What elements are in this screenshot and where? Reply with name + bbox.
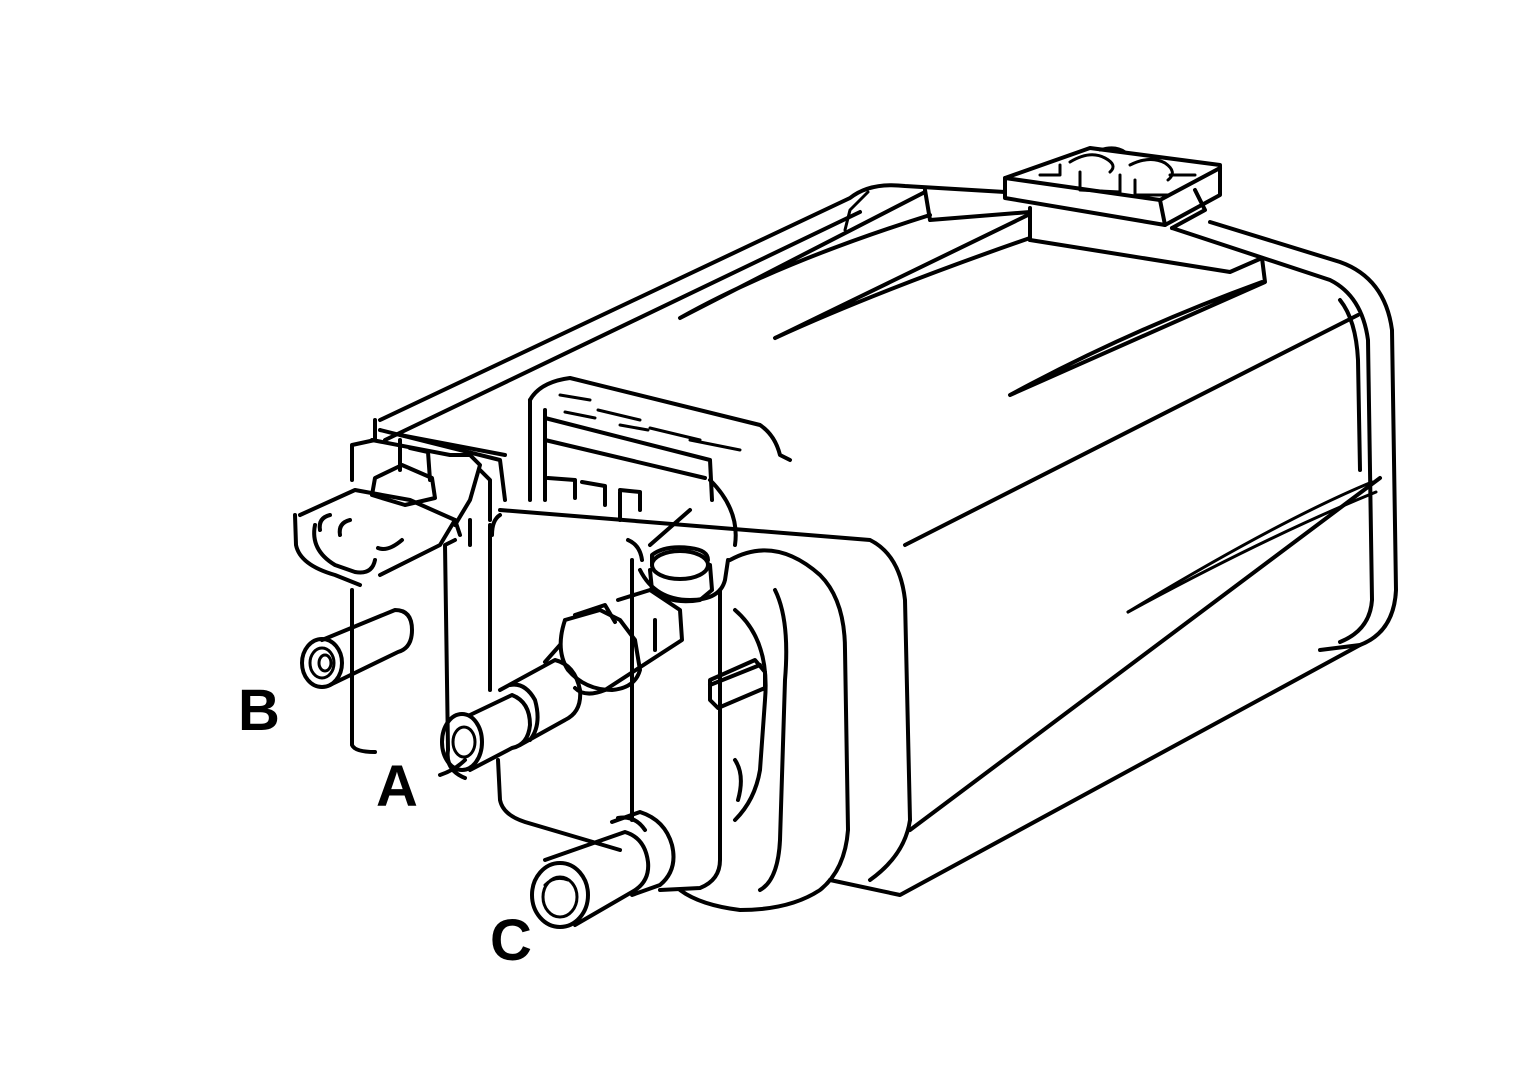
connector-housing (528, 376, 792, 562)
port-b (300, 608, 414, 689)
callout-label-a: A (376, 754, 418, 819)
electrical-connector (293, 418, 507, 780)
mounting-tab (1003, 146, 1222, 230)
port-c (530, 810, 676, 929)
top-ribs (678, 188, 1267, 397)
purge-valve (438, 513, 850, 912)
canister-body (378, 183, 1398, 897)
callout-label-b: B (238, 678, 280, 743)
callout-label-c: C (490, 908, 532, 973)
